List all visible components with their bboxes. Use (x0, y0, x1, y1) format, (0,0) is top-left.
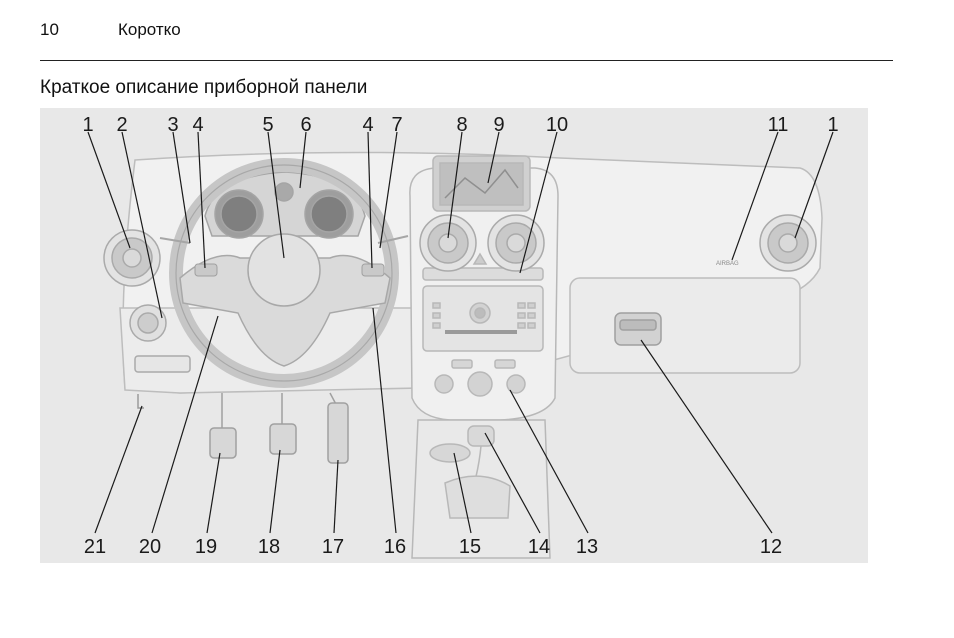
callout-19: 19 (195, 536, 217, 558)
header-rule (40, 60, 893, 61)
callout-11: 11 (768, 114, 789, 136)
callout-5: 5 (262, 114, 273, 136)
callout-1-left: 1 (82, 114, 93, 136)
callout-6: 6 (300, 114, 311, 136)
section-name: Коротко (118, 20, 181, 39)
page-title: Краткое описание приборной панели (40, 77, 368, 98)
dashboard-illustration: AIRBAG 1 2 3 4 5 6 4 7 8 9 10 11 1 21 20… (40, 108, 868, 563)
callout-13: 13 (576, 536, 598, 558)
callout-17: 17 (322, 536, 344, 558)
glovebox-handle (614, 312, 662, 346)
callout-8: 8 (456, 114, 467, 136)
callout-21: 21 (84, 536, 106, 558)
steering-stalks (159, 235, 409, 244)
bottom-callouts: 21 20 19 18 17 16 15 14 13 12 (84, 536, 782, 558)
leader-lines (87, 131, 834, 534)
callout-4-left: 4 (192, 114, 203, 136)
callout-20: 20 (139, 536, 161, 558)
instrument-cluster (204, 171, 366, 239)
callout-16: 16 (384, 536, 406, 558)
callout-4-right: 4 (362, 114, 373, 136)
steering-wheel (169, 158, 399, 388)
pedals (209, 392, 349, 464)
callout-2: 2 (116, 114, 127, 136)
callout-9: 9 (493, 114, 504, 136)
top-callouts: 1 2 3 4 5 6 4 7 8 9 10 11 1 (82, 114, 838, 136)
hood-release (137, 394, 144, 409)
callout-12: 12 (760, 536, 782, 558)
callout-3: 3 (167, 114, 178, 136)
callout-15: 15 (459, 536, 481, 558)
page-number: 10 (40, 20, 59, 39)
light-switch (129, 304, 191, 373)
airbag-label: AIRBAG (716, 261, 739, 267)
callout-10: 10 (546, 114, 568, 136)
callout-7: 7 (391, 114, 402, 136)
callout-18: 18 (258, 536, 280, 558)
center-console (409, 155, 559, 559)
callout-14: 14 (528, 536, 550, 558)
callout-1-right: 1 (827, 114, 838, 136)
